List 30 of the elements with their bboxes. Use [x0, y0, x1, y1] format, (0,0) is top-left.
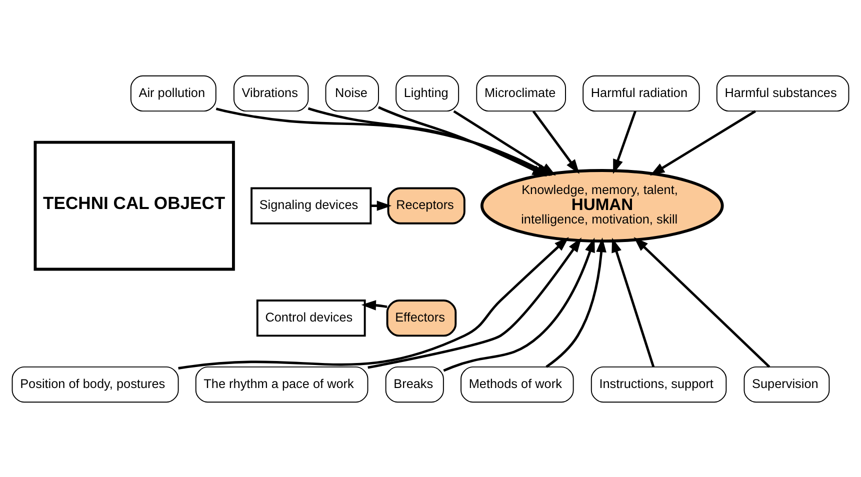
node-box: Supervision	[744, 366, 830, 402]
arrow	[546, 236, 606, 368]
node-box: Position of body, postures	[12, 366, 179, 402]
node-box: Methods of work	[460, 366, 574, 402]
node-box: Vibrations	[233, 74, 309, 112]
node-box: Lighting	[396, 74, 460, 112]
node-box: Effectors	[386, 299, 457, 336]
arrow	[532, 110, 580, 174]
arrow	[443, 237, 595, 372]
node-box: TECHNI CAL OBJECT	[34, 140, 235, 270]
node-box: Harmful substances	[716, 74, 850, 112]
node-box: Control devices	[256, 299, 366, 336]
arrow	[361, 300, 388, 310]
arrow	[613, 110, 636, 174]
node-box: Instructions, support	[590, 366, 727, 402]
node-box: Harmful radiation	[582, 74, 700, 112]
arrow	[612, 237, 655, 367]
node-ellipse: Knowledge, memory, talent, HUMAN intelligence, motivation, skill	[480, 168, 724, 242]
node-box: Signaling devices	[250, 186, 372, 224]
node-box: Receptors	[387, 186, 466, 224]
node-box: Microclimate	[476, 74, 566, 112]
node-box: Noise	[325, 74, 379, 112]
arrow	[368, 237, 582, 368]
arrow	[178, 236, 569, 369]
arrow	[634, 236, 770, 368]
arrow	[650, 110, 756, 176]
node-box: Air pollution	[130, 74, 216, 112]
node-box: The rhythm a pace of work	[195, 366, 368, 402]
arrow	[370, 200, 392, 210]
node-box: Breaks	[385, 366, 444, 402]
